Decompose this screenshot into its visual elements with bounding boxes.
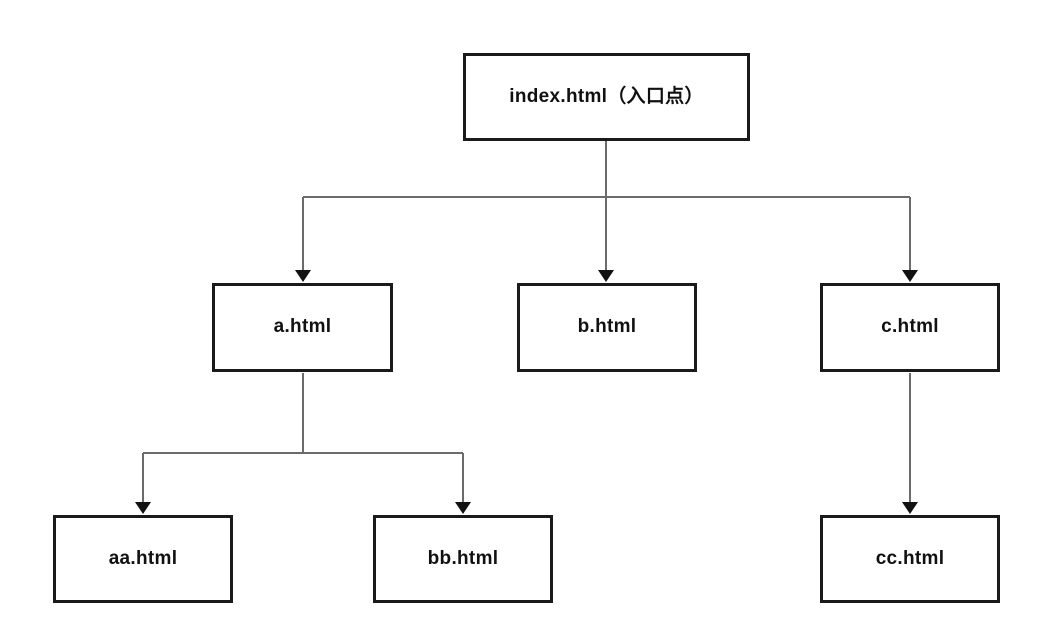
node-b-html: b.html [517,283,697,372]
node-cc-html-label: cc.html [875,547,945,569]
node-cc-html: cc.html [820,515,1000,603]
arrowhead-into-a [295,270,311,282]
arrowhead-into-cc [902,502,918,514]
node-c-html-label: c.html [881,316,939,338]
node-index-html-label: index.html（入口点） [509,85,704,107]
node-aa-html-label: aa.html [108,547,178,569]
arrowhead-into-b [598,270,614,282]
node-bb-html: bb.html [373,515,553,603]
node-aa-html: aa.html [53,515,233,603]
node-bb-html-label: bb.html [427,547,499,569]
node-c-html: c.html [820,283,1000,372]
node-b-html-label: b.html [577,316,637,338]
node-a-html: a.html [212,283,393,372]
arrowhead-into-c [902,270,918,282]
node-a-html-label: a.html [273,316,332,338]
arrowhead-into-bb [455,502,471,514]
node-index-html: index.html（入口点） [463,53,750,141]
arrowhead-into-aa [135,502,151,514]
